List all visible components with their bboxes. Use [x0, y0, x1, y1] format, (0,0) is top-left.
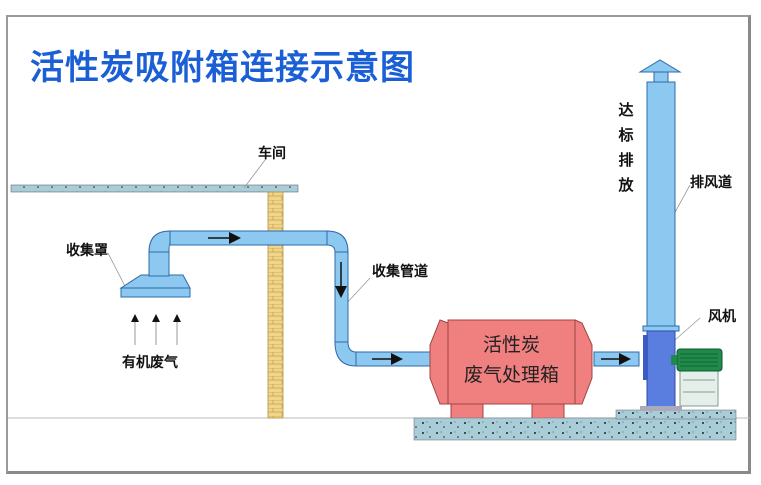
fan-foundation — [615, 409, 737, 420]
diagram-title: 活性炭吸附箱连接示意图 — [30, 48, 415, 88]
collection-duct — [148, 230, 640, 367]
label-organic-gas: 有机废气 — [122, 355, 178, 371]
activated-carbon-box — [429, 319, 593, 421]
label-workshop: 车间 — [258, 146, 286, 162]
label-compliant-emission: 达 标 排 放 — [617, 98, 635, 198]
box-label-line2: 废气处理箱 — [463, 364, 559, 386]
label-collection-hood: 收集罩 — [66, 243, 108, 259]
label-fan: 风机 — [708, 309, 736, 325]
collection-hood — [119, 251, 191, 298]
label-exhaust-duct: 排风道 — [690, 175, 732, 191]
emission-char: 标 — [618, 126, 634, 144]
label-collection-duct: 收集管道 — [372, 264, 428, 280]
ground-foundation — [413, 417, 737, 441]
box-label-line1: 活性炭 — [482, 334, 540, 356]
diagram-frame — [6, 15, 751, 474]
emission-char: 排 — [618, 151, 634, 169]
brick-wall — [267, 191, 284, 419]
exhaust-stack — [638, 59, 682, 332]
fan-unit — [640, 330, 723, 411]
emission-char: 放 — [618, 176, 634, 194]
workshop-ceiling — [10, 184, 299, 193]
flow-arrows — [131, 152, 666, 365]
emission-char: 达 — [618, 101, 634, 119]
